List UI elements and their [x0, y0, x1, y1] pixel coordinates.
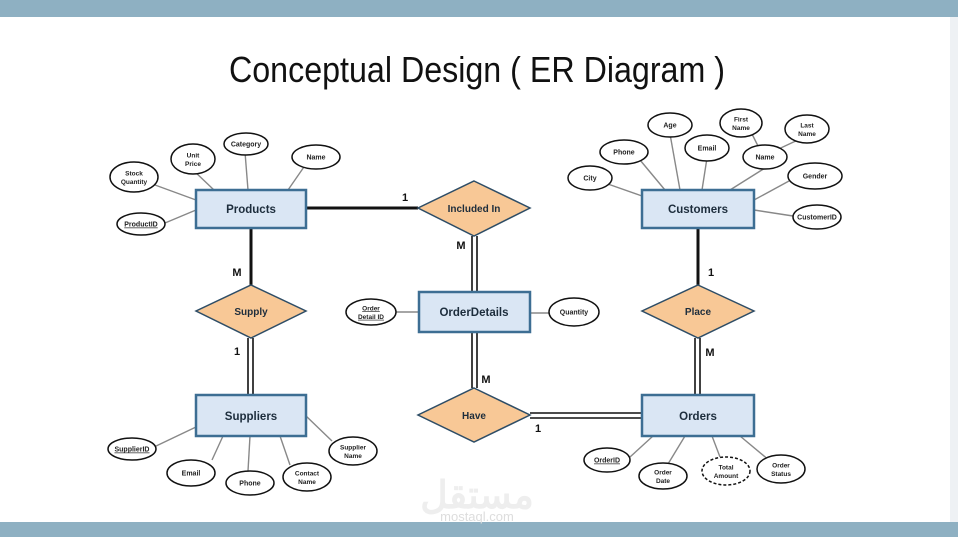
attribute-order-date-label: Date [656, 478, 670, 485]
watermark: مستقل mostaql.com [420, 475, 534, 524]
attribute-gender: Gender [787, 162, 843, 190]
attribute-customer-id: CustomerID [792, 204, 842, 230]
attribute-product-name: Name [291, 144, 341, 170]
relationship-supply: Supply [194, 284, 308, 339]
attribute-product-id-label: ProductID [124, 222, 157, 229]
page-title: Conceptual Design ( ER Diagram ) [229, 49, 725, 90]
entity-customers-label: Customers [668, 204, 728, 216]
attribute-age-label: Age [663, 123, 676, 130]
attribute-category: Category [223, 132, 269, 156]
watermark-arabic: مستقل [420, 475, 534, 517]
attribute-city-label: City [583, 176, 596, 183]
attribute-total-amount-label: Total [718, 464, 733, 471]
attribute-unit-price-label: Price [185, 161, 201, 168]
attribute-category-label: Category [231, 142, 261, 149]
entity-products-label: Products [226, 204, 276, 216]
relationship-have: Have [416, 387, 532, 443]
entity-suppliers: Suppliers [194, 393, 308, 438]
attribute-order-status-label: Status [771, 471, 791, 478]
attribute-customer-name: Name [742, 144, 788, 170]
attribute-order-detail-id-label: Detail ID [358, 314, 384, 321]
relationship-included-in-label: Included In [448, 204, 501, 215]
attribute-phone-customer-label: Phone [613, 150, 634, 157]
attribute-order-detail-id-label: Order [362, 305, 380, 312]
attribute-email-supplier: Email [166, 459, 216, 487]
attribute-order-detail-id: OrderDetail ID [345, 298, 397, 326]
attribute-product-name-label: Name [306, 155, 325, 162]
attribute-last-name-label: Last [800, 122, 814, 129]
cardinality-products-supply: M [232, 267, 241, 279]
attribute-customer-name-label: Name [755, 155, 774, 162]
attribute-supplier-id-label: SupplierID [114, 447, 149, 454]
attribute-order-id-label: OrderID [594, 458, 620, 465]
attribute-email-supplier-label: Email [182, 471, 201, 478]
attribute-phone-customer: Phone [599, 139, 649, 165]
attribute-first-name-label: Name [732, 125, 750, 132]
entity-orders-label: Orders [679, 411, 717, 423]
relationship-lines [247, 206, 701, 419]
attribute-order-date-label: Order [654, 469, 672, 476]
entity-orderdetails: OrderDetails [417, 290, 532, 334]
attribute-order-status-label: Order [772, 462, 790, 469]
attribute-quantity-label: Quantity [560, 310, 588, 317]
attribute-stock-quantity-label: Quantity [121, 179, 148, 186]
cardinality-included-orderdetails: M [456, 240, 465, 252]
relationship-place-label: Place [685, 307, 712, 318]
attribute-first-name-label: First [734, 116, 749, 123]
cardinalities: 1 M M 1 1 M M 1 [232, 192, 714, 435]
attribute-contact-name-label: Name [298, 479, 316, 486]
attribute-order-id: OrderID [583, 447, 631, 473]
entity-orderdetails-label: OrderDetails [439, 307, 508, 319]
attribute-supplier-id: SupplierID [107, 437, 157, 461]
cardinality-products-included: 1 [402, 192, 408, 204]
attribute-email-customer-label: Email [698, 146, 717, 153]
attribute-phone-supplier: Phone [225, 470, 275, 496]
attributes: StockQuantityUnitPriceCategoryNameProduc… [107, 108, 843, 496]
top-bar [0, 0, 958, 17]
cardinality-customers-place: 1 [708, 267, 714, 279]
attribute-city: City [567, 165, 613, 191]
right-edge [950, 17, 958, 522]
entity-orders: Orders [640, 393, 756, 438]
attribute-contact-name-label: Contact [295, 470, 320, 477]
attribute-supplier-name-label: Name [344, 453, 362, 460]
cardinality-orderdetails-have: M [481, 374, 490, 386]
attribute-email-customer: Email [684, 134, 730, 162]
cardinality-supply-suppliers: 1 [234, 346, 240, 358]
entity-products: Products [194, 188, 308, 230]
attribute-stock-quantity-label: Stock [125, 170, 143, 177]
attribute-gender-label: Gender [803, 174, 828, 181]
attribute-product-id: ProductID [116, 212, 166, 236]
relationship-supply-label: Supply [234, 307, 268, 318]
attribute-age: Age [647, 112, 693, 138]
bottom-bar [0, 522, 958, 537]
attribute-total-amount-label: Amount [714, 473, 739, 480]
attribute-customer-id-label: CustomerID [797, 215, 837, 222]
relationship-place: Place [640, 284, 756, 339]
relationship-included-in: Included In [416, 180, 532, 237]
relationship-have-label: Have [462, 411, 486, 422]
cardinality-place-orders: M [705, 347, 714, 359]
entity-suppliers-label: Suppliers [225, 411, 277, 423]
attribute-phone-supplier-label: Phone [239, 481, 260, 488]
watermark-latin: mostaql.com [440, 509, 514, 524]
attribute-unit-price-label: Unit [187, 152, 200, 159]
attribute-last-name-label: Name [798, 131, 816, 138]
attribute-quantity: Quantity [548, 297, 600, 327]
attribute-supplier-name-label: Supplier [340, 444, 366, 451]
cardinality-have-orders: 1 [535, 423, 541, 435]
entity-customers: Customers [640, 188, 756, 230]
